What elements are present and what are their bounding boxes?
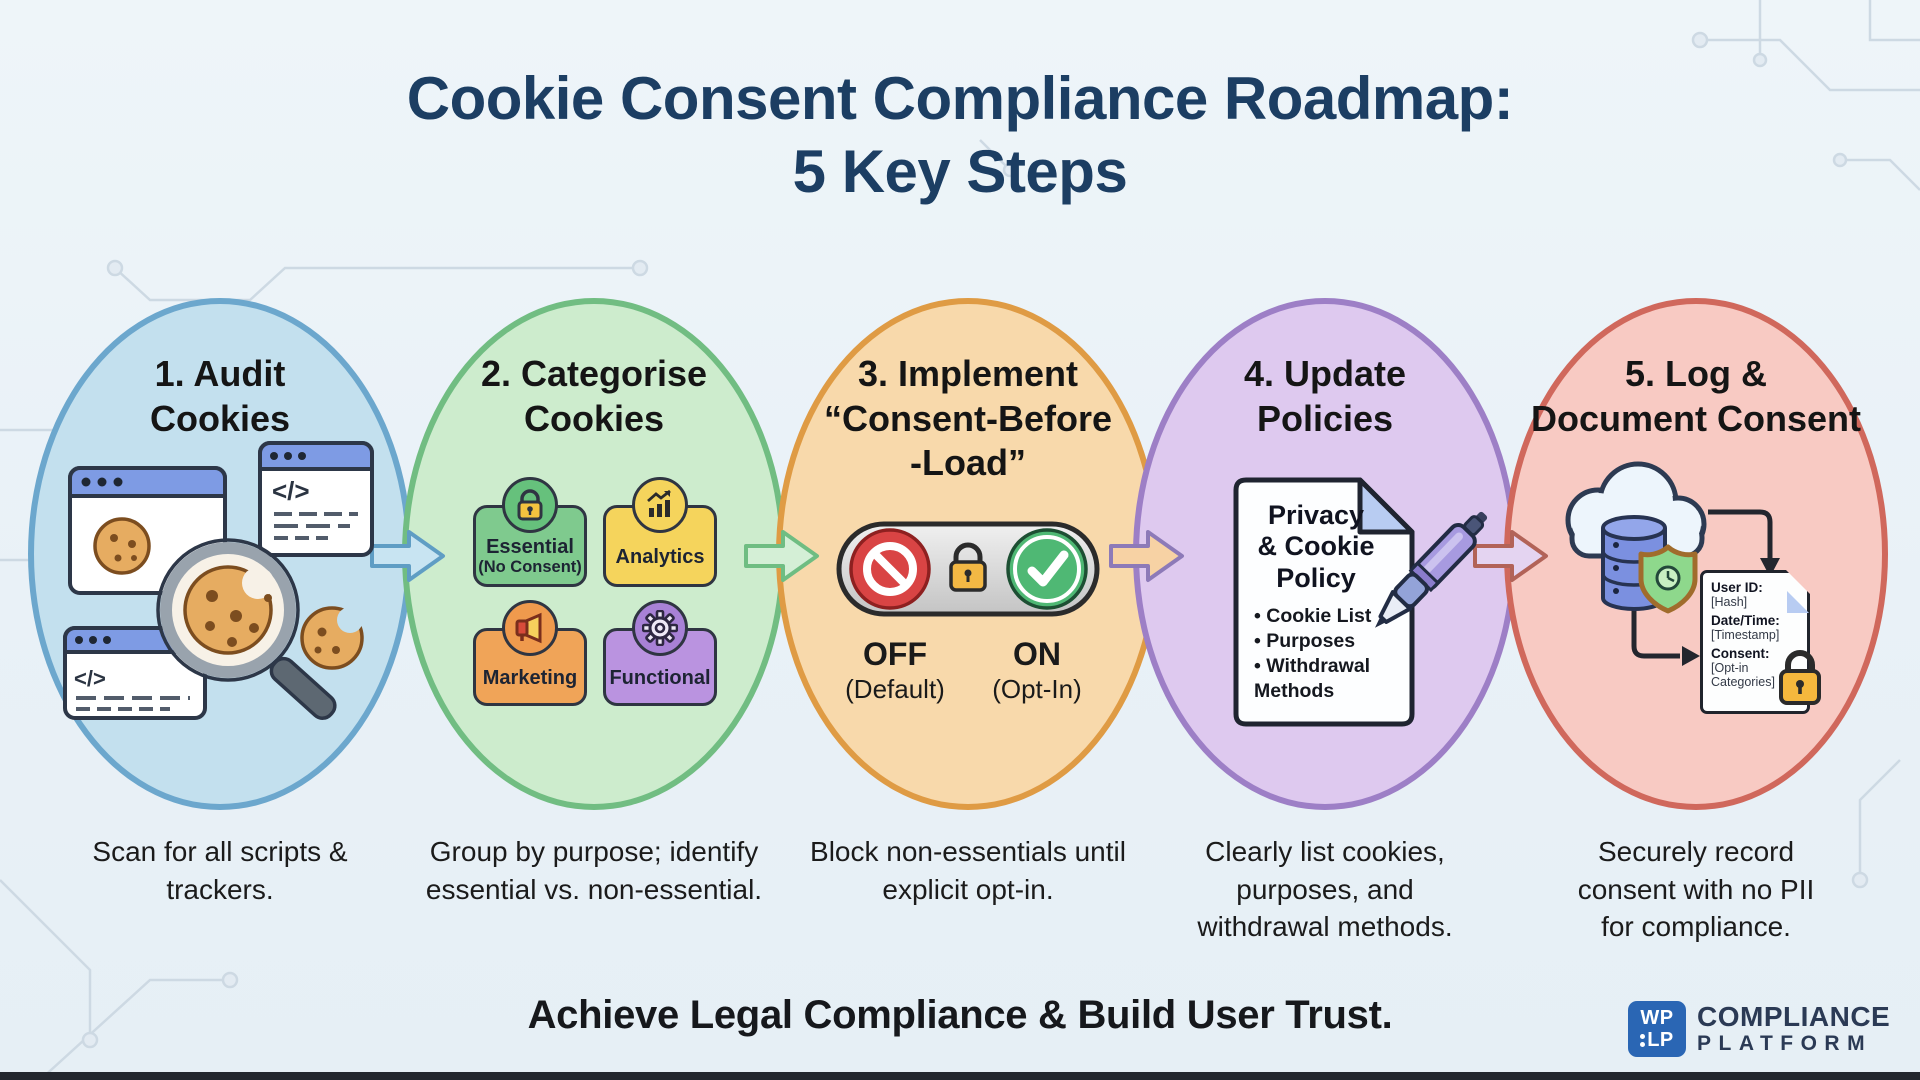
doc-fold-shade xyxy=(1787,591,1809,613)
bottom-bar xyxy=(0,1072,1920,1080)
arrow-icon-3 xyxy=(1109,530,1184,582)
page-title: Cookie Consent Compliance Roadmap: 5 Key… xyxy=(0,62,1920,208)
consent-toggle xyxy=(836,521,1100,617)
record-field-value: [Timestamp] xyxy=(1711,628,1780,643)
brand-line-2: PLATFORM xyxy=(1697,1031,1873,1055)
step-title-1: 1. Audit Cookies xyxy=(28,352,412,441)
step2-title-line1: 2. Categorise xyxy=(480,353,708,394)
step-circle-categorise xyxy=(402,298,786,810)
step-title-4: 4. Update Policies xyxy=(1133,352,1517,441)
logo-wp-text: WP xyxy=(1640,1007,1674,1029)
policy-bullet-list: Cookie List Purposes Withdrawal Methods xyxy=(1240,604,1392,704)
policy-title-line2: & Cookie xyxy=(1257,531,1375,562)
policy-bullet-3: Withdrawal Methods xyxy=(1254,654,1392,704)
brand-line-1: COMPLIANCE xyxy=(1697,1001,1891,1033)
policy-bullet-2: Purposes xyxy=(1254,629,1392,654)
step5-title-line2: Document Consent xyxy=(1530,397,1861,439)
marketing-label: Marketing xyxy=(482,667,578,689)
on-subtext: (Opt-In) xyxy=(992,673,1082,704)
caption-audit: Scan for all scripts & trackers. xyxy=(92,836,348,905)
elbow-arrow-icon xyxy=(1631,509,1773,659)
doc-fold xyxy=(1786,570,1810,594)
magnifier-icon xyxy=(156,538,337,720)
policy-bullet-1: Cookie List xyxy=(1254,604,1392,629)
caption-update: Clearly list cookies, purposes, and with… xyxy=(1197,836,1453,943)
brand-wordmark: COMPLIANCE PLATFORM xyxy=(1697,1002,1890,1056)
svg-text:</>: </> xyxy=(74,666,106,691)
log-consent-art xyxy=(1565,461,1780,666)
record-field-label: Date/Time: xyxy=(1711,613,1780,629)
policy-doc-text: Privacy & Cookie Policy Cookie List Purp… xyxy=(1240,500,1392,704)
step3-title-line3: -Load” xyxy=(910,442,1026,484)
logo-dots-icon xyxy=(1640,1032,1646,1048)
step1-title-line2: Cookies xyxy=(149,397,291,439)
cookie-icon xyxy=(183,565,274,655)
title-line-2: 5 Key Steps xyxy=(792,138,1128,206)
cookie-icon xyxy=(93,517,151,575)
toggle-off-label: OFF (Default) xyxy=(820,636,970,705)
step1-title-line1: 1. Audit xyxy=(154,353,286,394)
record-field-value: [Hash] xyxy=(1711,595,1748,610)
step5-title-line1: 5. Log & xyxy=(1625,353,1767,394)
step-title-5: 5. Log & Document Consent xyxy=(1489,352,1903,441)
gear-icon xyxy=(632,600,688,656)
analytics-label: Analytics xyxy=(615,546,705,568)
code-window-icon: </> xyxy=(258,441,374,557)
record-field-label: User ID: xyxy=(1711,580,1763,595)
policy-title-line1: Privacy xyxy=(1267,500,1365,530)
on-text: ON xyxy=(1013,636,1061,672)
brand-logo: WP LP COMPLIANCE PLATFORM xyxy=(1628,1001,1890,1057)
step-title-2: 2. Categorise Cookies xyxy=(402,352,786,441)
step3-title-line1: 3. Implement xyxy=(857,353,1079,394)
step2-title-line2: Cookies xyxy=(523,397,665,439)
step4-title-line1: 4. Update xyxy=(1243,353,1407,394)
logo-lp-text: LP xyxy=(1647,1029,1674,1051)
padlock-icon xyxy=(949,542,987,592)
svg-text:</>: </> xyxy=(272,476,310,506)
arrow-icon-4 xyxy=(1473,530,1548,582)
essential-sublabel: (No Consent) xyxy=(478,557,582,576)
title-line-1: Cookie Consent Compliance Roadmap: xyxy=(406,65,1514,132)
policy-title-line3: Policy xyxy=(1276,562,1356,593)
padlock-icon xyxy=(1779,650,1821,705)
toggle-on-label: ON (Opt-In) xyxy=(962,636,1112,705)
shield-clock-icon xyxy=(1638,544,1698,614)
off-subtext: (Default) xyxy=(845,673,945,704)
caption-categorise: Group by purpose; identify essential vs.… xyxy=(425,836,763,905)
off-text: OFF xyxy=(863,636,927,672)
functional-label: Functional xyxy=(609,667,711,689)
pen-icon xyxy=(1374,511,1488,628)
audit-cookies-art: </> </> xyxy=(63,441,374,720)
chart-icon xyxy=(632,477,688,533)
check-icon xyxy=(1006,528,1088,610)
cookie-icon xyxy=(300,606,364,670)
record-field-label: Consent: xyxy=(1711,646,1770,662)
arrow-icon-2 xyxy=(744,530,819,582)
megaphone-icon xyxy=(502,600,558,656)
step-title-3: 3. Implement “Consent-Before -Load” xyxy=(776,352,1160,486)
lock-icon xyxy=(502,477,558,533)
prohibition-icon xyxy=(849,528,931,610)
wplp-logo-icon: WP LP xyxy=(1628,1001,1686,1057)
caption-log: Securely record consent with no PII for … xyxy=(1577,836,1815,943)
essential-label: Essential xyxy=(486,535,574,558)
footer-tagline: Achieve Legal Compliance & Build User Tr… xyxy=(527,993,1393,1037)
arrow-icon-1 xyxy=(370,530,445,582)
step4-title-line2: Policies xyxy=(1256,397,1394,439)
step3-title-line2: “Consent-Before xyxy=(823,397,1113,439)
caption-implement: Block non-essentials until explicit opt-… xyxy=(810,836,1126,905)
record-field-value: [Opt-in Categories] xyxy=(1711,661,1775,690)
